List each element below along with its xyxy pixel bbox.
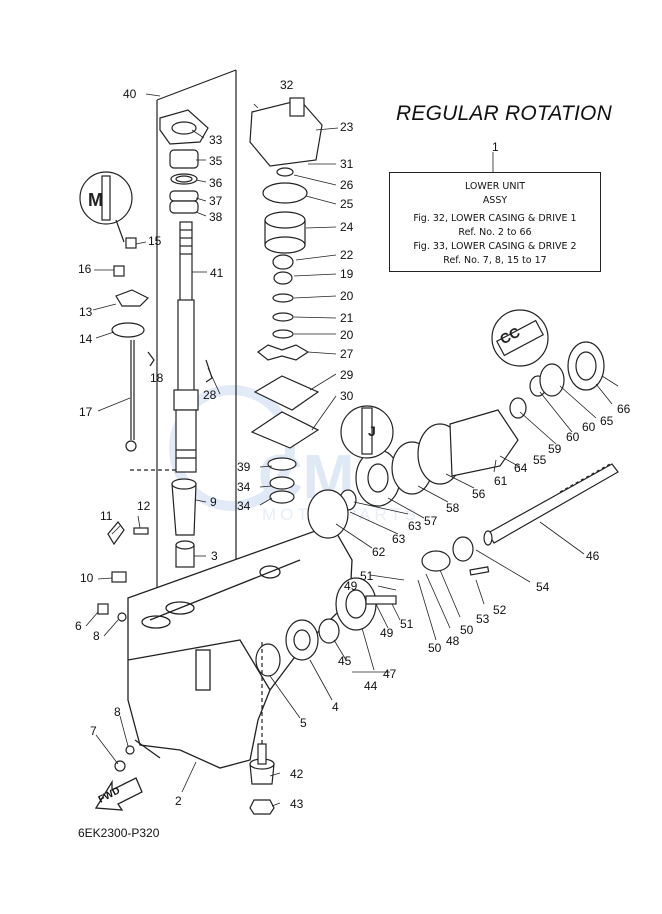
callout-21: 21 — [340, 311, 354, 325]
svg-text:J: J — [368, 423, 376, 439]
callout-33: 33 — [209, 133, 223, 147]
lower-casing — [127, 524, 353, 769]
callout-56: 56 — [472, 487, 486, 501]
rotation-title: REGULAR ROTATION — [396, 102, 612, 125]
guide-top — [156, 69, 237, 101]
callout-64: 64 — [514, 461, 528, 475]
callout-30: 30 — [340, 389, 354, 403]
callout-2: 2 — [175, 794, 182, 808]
callout-38: 38 — [209, 210, 223, 224]
legend-line-6: Ref. No. 7, 8, 15 to 17 — [443, 255, 547, 266]
diagram-code: 6EK2300-P320 — [78, 826, 160, 840]
callout-10: 10 — [80, 571, 94, 585]
callout-47: 47 — [383, 667, 397, 681]
drive-shaft — [173, 221, 199, 473]
callout-23: 23 — [340, 120, 354, 134]
callout-59: 59 — [548, 442, 562, 456]
callout-54: 54 — [536, 580, 550, 594]
callout-36: 36 — [209, 176, 223, 190]
callout-22: 22 — [340, 248, 354, 262]
callout-5: 5 — [300, 716, 307, 730]
legend-line-5: Fig. 33, LOWER CASING & DRIVE 2 — [413, 241, 577, 252]
callout-16: 16 — [78, 262, 92, 276]
callout-48: 48 — [446, 634, 460, 648]
callout-65: 65 — [600, 414, 614, 428]
callout-numbers: 2 3 4 5 6 7 8 8 9 10 11 12 13 14 15 16 1… — [75, 78, 631, 811]
callout-60: 60 — [566, 430, 580, 444]
callout-63: 63 — [392, 532, 406, 546]
legend-box: LOWER UNIT ASSY Fig. 32, LOWER CASING & … — [389, 172, 601, 272]
callout-31: 31 — [340, 157, 354, 171]
callout-40: 40 — [123, 87, 137, 101]
callout-43: 43 — [290, 797, 304, 811]
callout-46: 46 — [586, 549, 600, 563]
left-column-parts — [159, 109, 209, 568]
callout-27: 27 — [340, 347, 354, 361]
legend-line-1: LOWER UNIT — [464, 181, 526, 192]
callout-52: 52 — [493, 603, 507, 617]
callout-55: 55 — [533, 453, 547, 467]
callout-13: 13 — [79, 305, 93, 319]
callout-6: 6 — [75, 619, 82, 633]
callout-20: 20 — [340, 328, 354, 342]
callout-63: 63 — [408, 519, 422, 533]
legend-line-2: ASSY — [482, 195, 508, 206]
callout-24: 24 — [340, 220, 354, 234]
shift-rod-parts: M — [79, 171, 155, 772]
callout-62: 62 — [372, 545, 386, 559]
callout-66: 66 — [617, 402, 631, 416]
callout-7: 7 — [90, 724, 97, 738]
callout-42: 42 — [290, 767, 304, 781]
callout-12: 12 — [137, 499, 151, 513]
fwd-arrow — [94, 777, 143, 811]
callout-15: 15 — [148, 234, 162, 248]
callout-45: 45 — [338, 654, 352, 668]
callout-20: 20 — [340, 289, 354, 303]
callout-25: 25 — [340, 197, 354, 211]
water-pump-parts — [205, 97, 323, 504]
callout-58: 58 — [446, 501, 460, 515]
callout-18: 18 — [150, 371, 164, 385]
callout-53: 53 — [476, 612, 490, 626]
legend-line-3: Fig. 32, LOWER CASING & DRIVE 1 — [413, 213, 577, 224]
callout-28: 28 — [203, 388, 217, 402]
callout-8: 8 — [114, 705, 121, 719]
callout-50: 50 — [460, 623, 474, 637]
callout-34: 34 — [237, 499, 251, 513]
callout-44: 44 — [364, 679, 378, 693]
callout-37: 37 — [209, 194, 223, 208]
callout-49: 49 — [344, 579, 358, 593]
callout-29: 29 — [340, 368, 354, 382]
callout-11: 11 — [100, 509, 113, 523]
callout-60: 60 — [582, 420, 596, 434]
callout-57: 57 — [424, 514, 438, 528]
callout-8: 8 — [93, 629, 100, 643]
callout-17: 17 — [79, 405, 93, 419]
callout-14: 14 — [79, 332, 93, 346]
callout-32: 32 — [280, 78, 294, 92]
callout-61: 61 — [494, 474, 508, 488]
svg-text:M: M — [88, 190, 103, 210]
callout-35: 35 — [209, 154, 223, 168]
callout-51: 51 — [360, 569, 374, 583]
callout-26: 26 — [340, 178, 354, 192]
callout-9: 9 — [210, 495, 217, 509]
callout-19: 19 — [340, 267, 354, 281]
callout-34: 34 — [237, 480, 251, 494]
leader-lines — [85, 93, 619, 807]
legend-line-4: Ref. No. 2 to 66 — [458, 227, 532, 238]
callout-3: 3 — [211, 549, 218, 563]
callout-4: 4 — [332, 700, 339, 714]
propeller-shaft-parts: CC J — [249, 309, 619, 815]
callout-49: 49 — [380, 626, 394, 640]
callout-51: 51 — [400, 617, 414, 631]
callout-41: 41 — [210, 266, 224, 280]
callout-50: 50 — [428, 641, 442, 655]
callout-39: 39 — [237, 460, 251, 474]
legend-ref-number: 1 — [492, 140, 499, 154]
